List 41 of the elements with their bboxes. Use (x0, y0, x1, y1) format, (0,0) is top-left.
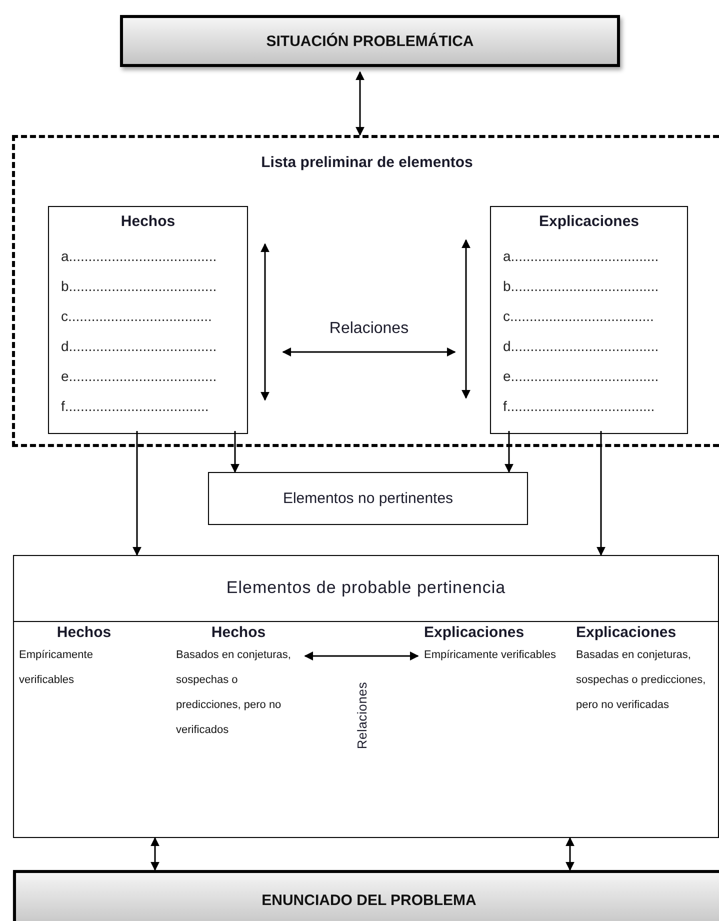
arrow (230, 431, 240, 473)
list-item: f..................................... (60, 397, 210, 416)
list-item: d...................................... (502, 337, 660, 356)
arrow (132, 431, 142, 556)
dashed-group-box (12, 135, 719, 447)
arrow (504, 431, 514, 473)
arrow (566, 837, 574, 871)
list-heading: Hechos (120, 213, 176, 232)
arrow (150, 837, 160, 871)
list-item: f...................................... (502, 397, 656, 416)
arrow (356, 71, 364, 136)
list-item: e...................................... (502, 367, 660, 386)
arrow (304, 652, 419, 660)
title-box: SITUACIÓN PROBLEMÁTICA (120, 15, 620, 67)
section-heading: Elementos de probable pertinencia (225, 578, 507, 598)
column-description: Empíricamente verificables (19, 648, 94, 688)
column-heading: Explicaciones (576, 624, 678, 641)
list-heading: Explicaciones (538, 213, 640, 232)
list-item: d...................................... (60, 337, 218, 356)
column-description: Basadas en conjeturas, sospechas o predicciones, pero no verificadas (576, 648, 707, 713)
column-description: Empíricamente verificables (424, 648, 558, 663)
list-item: b...................................... (502, 277, 660, 296)
arrow (282, 348, 456, 356)
title-box: ENUNCIADO DEL PROBLEMA (13, 870, 719, 921)
column-description: Basados en conjeturas, sospechas o predicciones, pero no verificados (176, 648, 292, 738)
process-box (208, 472, 528, 525)
box-label: Elementos no pertinentes (282, 490, 454, 507)
list-item: a...................................... (60, 247, 218, 266)
list-box (490, 206, 688, 434)
list-item: c..................................... (60, 307, 213, 326)
list-item: c..................................... (502, 307, 655, 326)
column-heading: Explicaciones (424, 624, 526, 641)
column-heading: Hechos (210, 624, 267, 641)
edge-label: Relaciones (328, 320, 410, 338)
column-heading: Hechos (56, 624, 112, 641)
group-heading: Lista preliminar de elementos (260, 154, 474, 171)
list-item: e...................................... (60, 367, 218, 386)
arrow (596, 431, 606, 556)
list-item: a...................................... (502, 247, 660, 266)
list-item: b...................................... (60, 277, 218, 296)
list-box (48, 206, 248, 434)
